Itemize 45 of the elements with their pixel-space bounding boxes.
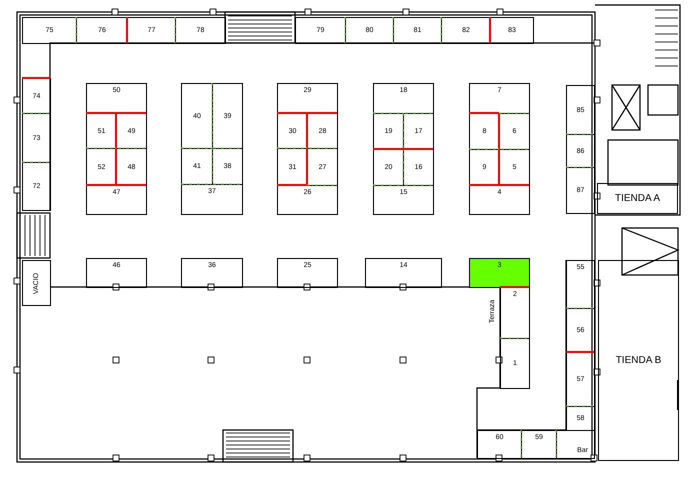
stall-area — [477, 430, 522, 459]
stall-area — [566, 260, 595, 309]
stall-area — [365, 258, 442, 288]
stall-area — [175, 17, 226, 44]
stall-number: TIENDA A — [614, 194, 660, 204]
stall-area — [76, 17, 128, 44]
stall-area — [86, 83, 147, 114]
stall-area — [566, 85, 595, 135]
stall-area — [521, 430, 557, 459]
stall-area — [441, 17, 491, 44]
store-area — [597, 183, 678, 214]
stall-area — [393, 17, 442, 44]
stall-area — [86, 185, 147, 215]
stall-area — [500, 287, 530, 339]
stall-area — [86, 258, 147, 288]
stall-area — [277, 258, 338, 288]
stall-area — [566, 167, 595, 214]
stall-area — [277, 83, 338, 114]
stall-area — [22, 78, 51, 114]
stall-area — [22, 17, 77, 44]
stall-area — [295, 17, 346, 44]
stall-area — [22, 162, 51, 211]
stall-area — [277, 185, 338, 215]
stall-area — [373, 83, 434, 114]
stall-area — [469, 258, 530, 288]
stall-area — [556, 430, 595, 459]
stall-area — [212, 83, 243, 149]
store-area — [598, 260, 679, 461]
stall-area — [345, 17, 394, 44]
stall-area — [490, 17, 534, 44]
stall-area — [22, 113, 51, 163]
stall-number: TIENDA B — [616, 356, 662, 366]
stall-area — [181, 83, 213, 149]
stall-area — [566, 134, 595, 168]
stall-area — [566, 406, 595, 431]
stall-area — [566, 308, 595, 353]
stall-area — [566, 352, 595, 407]
stall-area — [500, 338, 530, 389]
stall-area — [181, 184, 243, 215]
stall-area — [181, 258, 243, 288]
stall-area — [22, 260, 51, 306]
stall-area — [127, 17, 176, 44]
stall-area — [373, 185, 434, 215]
stall-area — [469, 185, 530, 215]
stall-area — [469, 83, 530, 114]
